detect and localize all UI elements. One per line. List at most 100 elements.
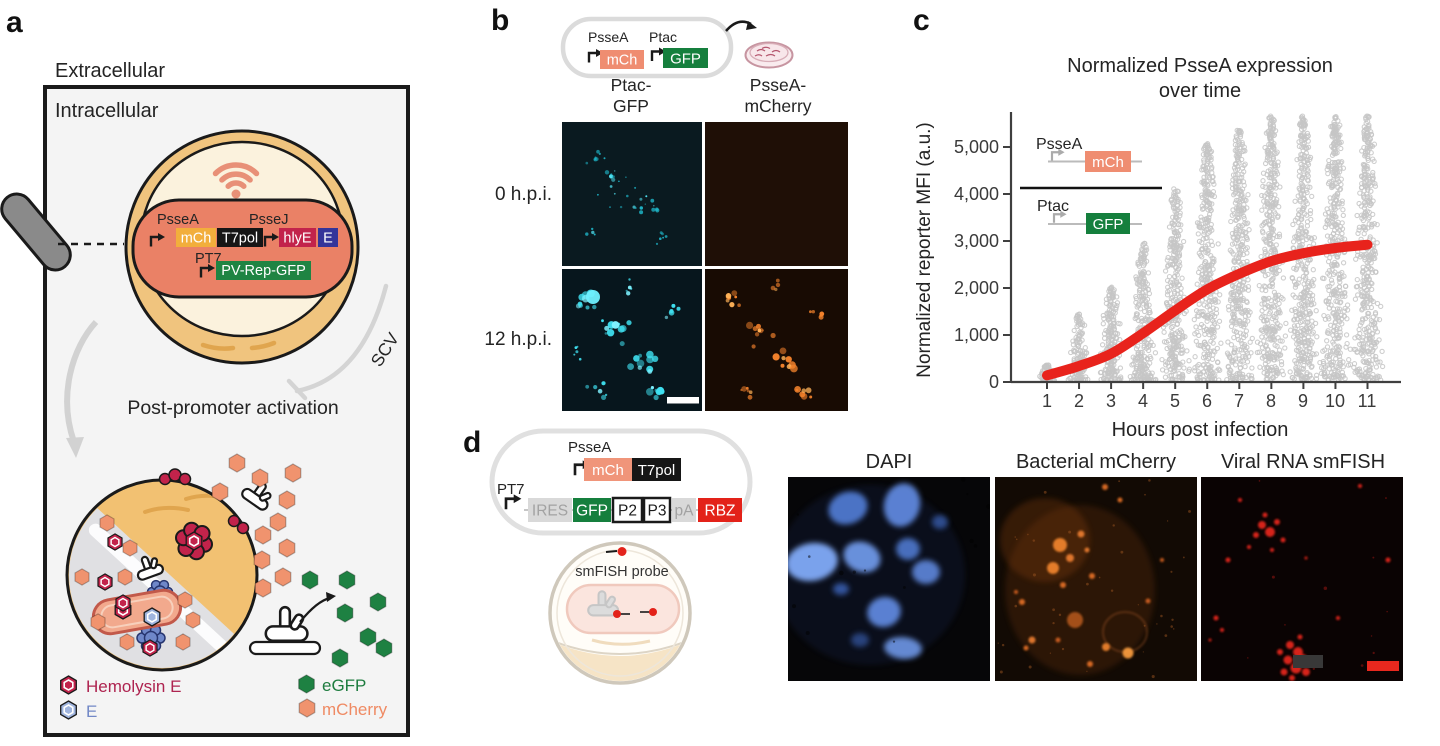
wifi-signal-icon <box>212 162 260 199</box>
chart-title-line1: Normalized PsseA expression <box>1067 55 1333 77</box>
svg-text:P3: P3 <box>648 503 667 520</box>
gene-box-t7pol <box>632 458 681 481</box>
transition-arrow <box>64 319 99 443</box>
bacterium-rod-icon <box>0 192 72 272</box>
micrograph-gfp-12hpi <box>562 269 702 411</box>
protein-hexagon-icon <box>177 591 193 609</box>
egfp-legend-label: eGFP <box>322 676 366 695</box>
protein-hexagon-icon <box>115 594 131 612</box>
e-legend-label: E <box>86 702 97 721</box>
svg-text:6: 6 <box>1202 391 1212 411</box>
intracellular-label: Intracellular <box>55 100 159 122</box>
svg-text:7: 7 <box>1234 391 1244 411</box>
svg-text:PV-Rep-GFP: PV-Rep-GFP <box>221 263 306 279</box>
mcherry-legend-icon <box>298 698 316 718</box>
protein-hexagon-icon <box>301 570 319 590</box>
svg-text:T7pol: T7pol <box>222 231 258 247</box>
e-hexagon-icon <box>143 607 161 627</box>
scale-bar-red <box>1367 661 1399 671</box>
panel-b-letter: b <box>491 4 509 37</box>
svg-text:mCh: mCh <box>1092 154 1124 171</box>
gene-box-mch <box>600 50 644 69</box>
promoter-pssea-label: PsseA <box>568 439 611 456</box>
bacterial-mcherry-label: Bacterial mCherry <box>1016 451 1176 473</box>
gene-box-p2 <box>611 496 644 524</box>
protein-hexagon-icon <box>278 490 296 510</box>
panel-a-legend: Hemolysin E E eGFP mCherry <box>59 674 388 721</box>
plasmid-construct-b: PsseA Ptac mCh GFP <box>560 16 734 79</box>
svg-text:RBZ: RBZ <box>705 503 736 520</box>
svg-text:10: 10 <box>1325 391 1345 411</box>
protein-hexagon-icon <box>74 568 90 586</box>
scale-bar <box>667 397 699 404</box>
gene-box-mch <box>176 228 216 247</box>
plasmid-construct-a: PsseA PsseJ mCh T7pol hlyE E PT7 PV-Rep-… <box>131 198 354 299</box>
column1-label-line2: GFP <box>613 96 649 116</box>
protein-hexagon-icon <box>269 512 287 532</box>
micrograph-viral-rna-smfish <box>1201 477 1403 681</box>
row1-label: 0 h.p.i. <box>495 184 552 205</box>
smfish-probe-dot <box>613 610 621 618</box>
panel-b: b PsseA Ptac mCh GFP Ptac- GFP PsseA- mC… <box>484 4 848 411</box>
svg-text:mCh: mCh <box>607 53 638 69</box>
dapi-label: DAPI <box>866 451 913 473</box>
svg-text:GFP: GFP <box>1093 216 1124 233</box>
protein-hexagon-icon <box>122 539 138 557</box>
svg-text:hlyE: hlyE <box>283 231 312 247</box>
gene-box-pa <box>672 498 696 522</box>
svg-text:3,000: 3,000 <box>954 231 999 251</box>
inset-construct-legend: PsseA mCh Ptac GFP <box>1020 136 1162 234</box>
protein-hexagon-icon <box>254 525 272 545</box>
panel-a: a Extracellular Intracellular PsseA Psse… <box>0 6 410 737</box>
hemolysin-pore-center <box>185 531 203 551</box>
inset-promoter2-label: Ptac <box>1037 198 1069 215</box>
petri-dish-icon <box>744 41 794 69</box>
y-axis-label: Normalized reporter MFI (a.u.) <box>914 122 935 378</box>
protein-hexagon-icon <box>119 633 135 651</box>
inset-gene-box-mch <box>1085 151 1131 172</box>
mcherry-signal <box>997 479 1191 679</box>
svg-text:T7pol: T7pol <box>638 462 676 479</box>
svg-text:pA: pA <box>675 503 695 520</box>
e-legend-icon <box>59 700 78 720</box>
mcherry-legend-label: mCherry <box>322 700 388 719</box>
svg-text:3: 3 <box>1106 391 1116 411</box>
promoter-pssej-label: PsseJ <box>249 212 289 228</box>
promoter-pt7-label: PT7 <box>497 481 525 498</box>
x-tick-marks <box>1046 382 1369 389</box>
protein-hexagon-icon <box>99 514 115 532</box>
gene-box-pvrepgfp <box>216 261 311 280</box>
svg-text:4,000: 4,000 <box>954 184 999 204</box>
protein-hexagon-icon <box>175 633 191 651</box>
lysing-bacterium-rod <box>91 588 183 636</box>
gene-box-e <box>318 228 338 247</box>
gene-box-mch <box>584 458 632 481</box>
column2-label-line1: PsseA- <box>750 75 807 95</box>
gene-box-hlye <box>279 228 316 247</box>
inset-gene-box-gfp <box>1086 213 1130 234</box>
dapi-nuclei <box>788 477 990 665</box>
hemolysin-legend-label: Hemolysin E <box>86 677 181 696</box>
panel-a-letter: a <box>6 6 23 39</box>
svg-text:IRES: IRES <box>532 503 568 520</box>
protein-hexagon-icon <box>278 538 296 558</box>
svg-text:5: 5 <box>1170 391 1180 411</box>
svg-text:8: 8 <box>1266 391 1276 411</box>
scv-arc-cap <box>286 378 308 401</box>
protein-hexagon-icon <box>274 567 292 587</box>
protein-hexagon-icon <box>211 482 229 502</box>
gene-box-t7pol <box>217 228 263 247</box>
smfish-cell-illustration: smFISH probe <box>548 541 692 685</box>
svg-text:0: 0 <box>989 372 999 392</box>
transition-arrowhead <box>66 437 84 458</box>
svg-text:1: 1 <box>1042 391 1052 411</box>
protein-hexagon-icon <box>251 468 269 488</box>
column1-label-line1: Ptac- <box>611 75 652 95</box>
panel-d-letter: d <box>463 426 481 459</box>
smfish-probe-label: smFISH probe <box>575 564 668 580</box>
gene-box-ires <box>528 498 572 522</box>
fluorescence-dots <box>725 278 825 400</box>
svg-text:E: E <box>323 231 333 247</box>
gene-box-rbz <box>698 498 742 522</box>
